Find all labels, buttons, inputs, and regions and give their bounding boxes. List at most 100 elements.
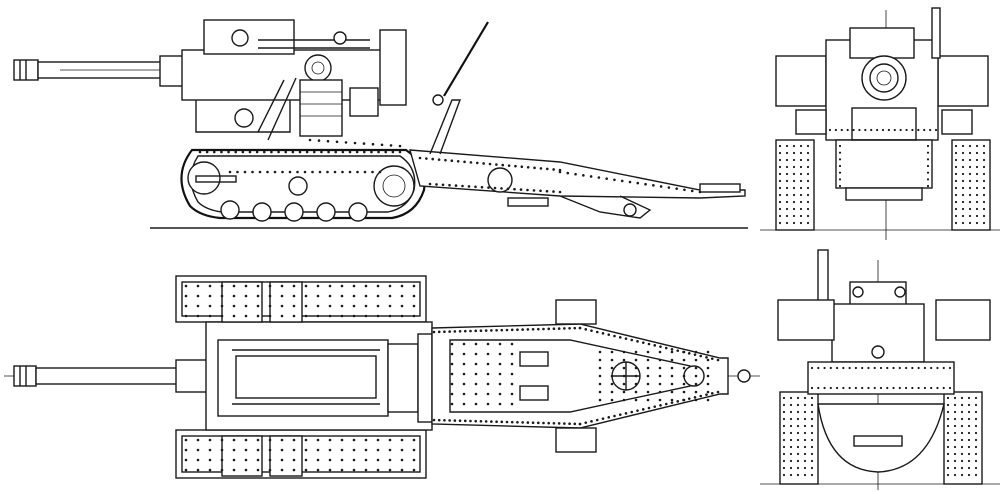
rivet (636, 409, 639, 412)
rivet (341, 150, 345, 154)
rivet (778, 193, 782, 197)
rivet (552, 190, 555, 193)
rivet (463, 419, 467, 423)
rivet (953, 410, 957, 414)
rivet (558, 190, 562, 194)
rivet (412, 294, 416, 298)
rivet (806, 221, 810, 225)
rivet (917, 128, 920, 132)
rivet (694, 374, 698, 378)
rivet (946, 459, 950, 463)
rivet (312, 150, 316, 154)
rivet (273, 170, 277, 174)
rivet (782, 459, 786, 463)
rivet (362, 150, 366, 154)
rivet (388, 314, 392, 318)
rivet (437, 330, 441, 334)
rivet (495, 163, 498, 166)
rivet (838, 158, 842, 161)
rivet (694, 390, 698, 394)
rivet (268, 294, 272, 298)
rivet (437, 158, 441, 161)
rivet (376, 304, 380, 308)
rivet (967, 396, 971, 400)
rivet (296, 170, 299, 174)
rivet (341, 170, 344, 174)
rivet (208, 468, 212, 472)
rivet (316, 284, 320, 288)
rivet (961, 172, 965, 176)
rivet (982, 221, 986, 225)
rivet (298, 150, 302, 154)
rivet (961, 214, 965, 218)
rivet (316, 294, 320, 298)
rivet (412, 468, 416, 472)
rivet (974, 431, 978, 435)
rivet (975, 214, 979, 218)
rivet (498, 342, 502, 346)
rivet (521, 328, 524, 331)
rivet (690, 189, 694, 193)
rivet (462, 402, 466, 406)
rivet (960, 445, 964, 449)
rivet (834, 128, 837, 132)
rivet (536, 421, 540, 425)
rivet (598, 366, 602, 370)
rivet (799, 165, 803, 169)
rivet (810, 386, 814, 390)
rivet (785, 186, 789, 190)
rivet (904, 366, 908, 370)
rivet (705, 356, 708, 359)
rivet (376, 314, 380, 318)
rivet (344, 141, 348, 144)
rivet (799, 179, 803, 183)
rivet (333, 170, 337, 174)
rivet (954, 214, 958, 218)
rivet (389, 144, 393, 147)
rivet (799, 186, 803, 190)
rivet (228, 170, 232, 174)
rivet (823, 386, 826, 390)
rivet (598, 398, 602, 402)
rivet (292, 448, 296, 452)
rivet (400, 448, 404, 452)
rivet (838, 184, 842, 188)
rivet (232, 294, 236, 298)
rivet (500, 328, 504, 332)
rivet (861, 366, 864, 370)
rivet (605, 177, 608, 180)
rivet (974, 410, 978, 414)
rivet (568, 326, 571, 330)
rivet (531, 327, 535, 331)
side-view (13, 19, 748, 229)
rivet (810, 438, 814, 442)
rivet (589, 175, 593, 178)
rivet (810, 445, 814, 449)
rivet (706, 366, 710, 370)
rivet (785, 200, 789, 204)
rivet (789, 452, 793, 456)
rivet (486, 352, 490, 356)
rivet (789, 473, 793, 477)
rivet (335, 140, 339, 144)
rivet (664, 346, 668, 350)
rivet (953, 417, 957, 421)
rivet (982, 144, 986, 148)
rivet (498, 392, 502, 396)
rivet (364, 438, 368, 442)
rivet (352, 294, 356, 298)
rivet (934, 128, 938, 132)
rivet (248, 150, 252, 154)
rivet (946, 431, 950, 435)
rivet (244, 304, 248, 308)
rivet (785, 214, 789, 218)
rivet (292, 314, 296, 318)
rivet (968, 214, 972, 218)
rivet (196, 448, 200, 452)
rivet (480, 185, 484, 189)
rivet (317, 139, 321, 142)
rivet (448, 330, 451, 333)
rivet (220, 468, 224, 472)
rivet (232, 468, 236, 472)
rivet (412, 458, 416, 462)
